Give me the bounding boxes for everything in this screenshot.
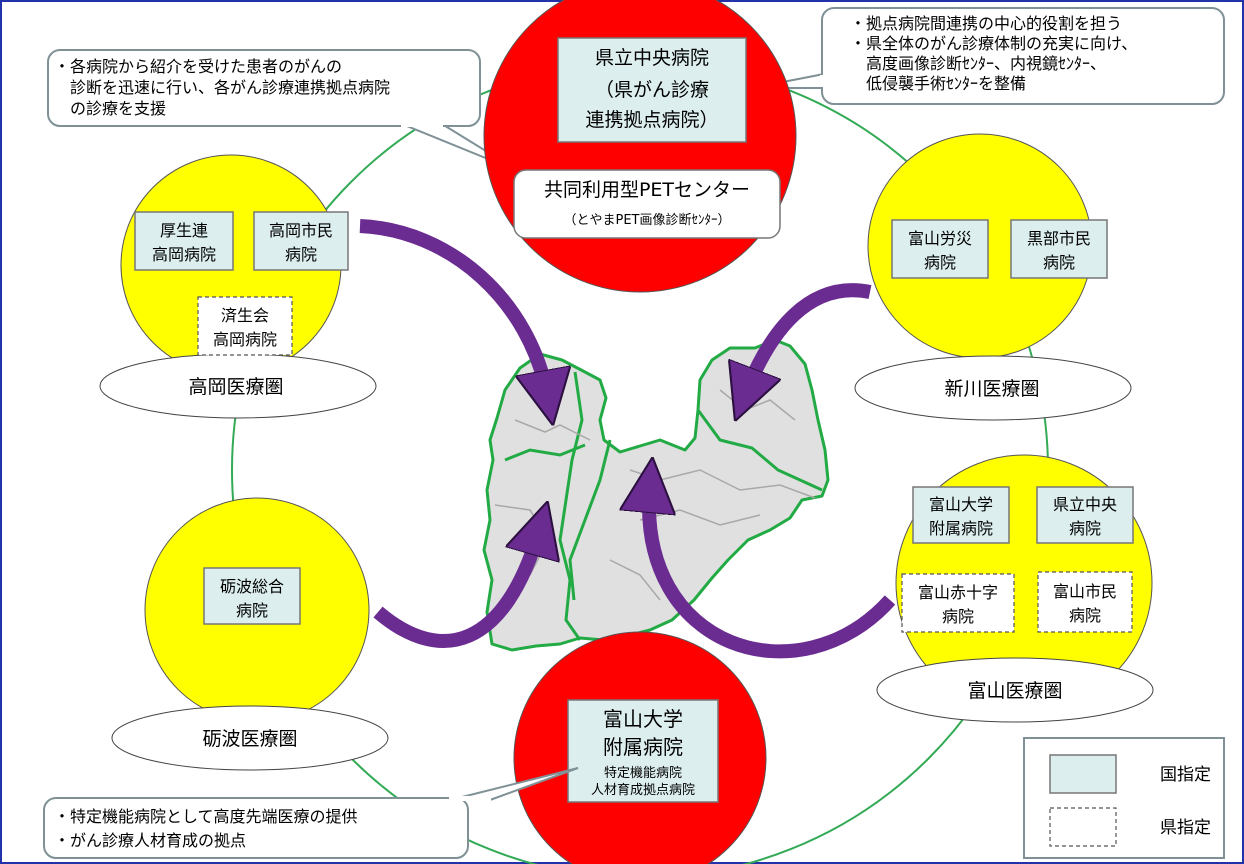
callout-tl-line-3: の診療を支援 <box>54 99 166 118</box>
hospital-name-line: 黒部市民 <box>1027 229 1091 248</box>
arrow-toyama-to-map <box>649 485 896 659</box>
hospital-name-line: 病院 <box>942 607 974 626</box>
hospital-box-toyama-shimin: 富山市民 病院 <box>1037 571 1133 633</box>
callout-tr-line-4: 低侵襲手術ｾﾝﾀｰを整備 <box>850 74 1026 93</box>
arrow-niikawa-to-map <box>745 283 872 395</box>
hospital-box-toyama-sekijuji: 富山赤十字 病院 <box>901 573 1015 633</box>
central-hospital-name-2: （県がん診療 <box>595 79 709 101</box>
pet-center-sub: （とやまPET画像診断ｾﾝﾀｰ） <box>564 212 731 228</box>
hospital-name-line: 富山市民 <box>1053 582 1117 601</box>
callout-tr-line-3: 高度画像診断ｾﾝﾀｰ、内視鏡ｾﾝﾀｰ、 <box>850 54 1106 73</box>
hospital-name-line: 済生会 <box>221 306 269 325</box>
callout-univ-hospital: ・特定機能病院として高度先端医療の提供 ・がん診療人材育成の拠点 <box>43 767 579 859</box>
callout-tl-line-1: ・各病院から紹介を受けた患者のがんの <box>54 57 342 76</box>
callout-pet-center: ・各病院から紹介を受けた患者のがんの 診断を迅速に行い、各がん診療連携拠点病院 … <box>47 49 521 173</box>
referral-arrows <box>359 219 896 659</box>
callout-tr-line-1: ・拠点病院間連携の中心的役割を担う <box>850 14 1122 33</box>
niikawa-area-label: 新川医療圏 <box>944 378 1039 400</box>
univ-hospital-name-2: 附属病院 <box>603 735 683 759</box>
hospital-name-line: 病院 <box>236 601 268 620</box>
hospital-name-line: 病院 <box>285 245 317 264</box>
toyama-area-label: 富山医療圏 <box>967 680 1062 702</box>
hospital-box-saiseikai-takaoka: 済生会 高岡病院 <box>197 296 293 356</box>
legend: 国指定 県指定 <box>1023 737 1225 859</box>
pet-center-name: 共同利用型PETセンター <box>544 179 750 201</box>
callout-bl-line-2: ・がん診療人材育成の拠点 <box>54 831 246 850</box>
hospital-name-line: 富山労災 <box>908 229 972 248</box>
callout-bl-line-1: ・特定機能病院として高度先端医療の提供 <box>54 807 358 826</box>
hospital-name-line: 高岡市民 <box>269 221 333 240</box>
hospital-name-line: 高岡病院 <box>213 330 277 349</box>
central-hospital-name-3: 連携拠点病院） <box>585 109 718 131</box>
takaoka-area-label: 高岡医療圏 <box>188 376 283 398</box>
hospital-box-kenritsu-chuo: 県立中央 病院 <box>1036 486 1134 544</box>
hospital-box-takaoka-shimin: 高岡市民 病院 <box>253 211 349 271</box>
hospital-box-tonami-sougou: 砺波総合 病院 <box>203 567 301 625</box>
legend-label-national: 国指定 <box>1160 765 1211 785</box>
hospital-name-line: 病院 <box>1069 519 1101 538</box>
univ-hospital-sub-2: 人材育成拠点病院 <box>591 782 695 798</box>
hospital-name-line: 病院 <box>1043 253 1075 272</box>
legend-label-prefectural: 県指定 <box>1160 818 1211 838</box>
hospital-name-line: 病院 <box>1069 606 1101 625</box>
univ-hospital-name-1: 富山大学 <box>603 707 683 731</box>
hospital-box-kouseiren-takaoka: 厚生連 高岡病院 <box>134 211 234 271</box>
callout-central-hospital: ・拠点病院間連携の中心的役割を担う ・県全体のがん診療体制の充実に向け、 高度画… <box>751 7 1225 105</box>
legend-swatch-prefectural <box>1049 807 1117 847</box>
central-hospital-name-1: 県立中央病院 <box>595 47 709 69</box>
toyama-area: 富山医療圏 富山大学 附属病院 県立中央 病院 富山赤十字 病院 富山市民 病院 <box>876 454 1154 723</box>
tonami-area-label: 砺波医療圏 <box>202 728 297 750</box>
univ-hospital-circle: 富山大学 附属病院 特定機能病院 人材育成拠点病院 <box>513 631 767 864</box>
hospital-name-line: 県立中央 <box>1053 495 1117 514</box>
niikawa-area: 新川医療圏 富山労災 病院 黒部市民 病院 <box>854 133 1132 421</box>
hospital-name-line: 高岡病院 <box>152 245 216 264</box>
hospital-name-line: 附属病院 <box>929 519 993 538</box>
callout-tl-line-2: 診断を迅速に行い、各がん診療連携拠点病院 <box>54 78 390 97</box>
hospital-name-line: 砺波総合 <box>220 577 284 596</box>
univ-hospital-sub-1: 特定機能病院 <box>604 766 682 781</box>
arrow-tonami-to-map <box>373 528 540 648</box>
legend-swatch-national <box>1049 754 1117 794</box>
takaoka-area: 高岡医療圏 厚生連 高岡病院 高岡市民 病院 済生会 高岡病院 <box>99 154 377 419</box>
hospital-box-toyama-rousai: 富山労災 病院 <box>891 219 989 279</box>
hospital-name-line: 病院 <box>924 253 956 272</box>
callout-tr-line-2: ・県全体のがん診療体制の充実に向け、 <box>850 34 1137 53</box>
hospital-name-line: 富山赤十字 <box>918 583 998 602</box>
tonami-area: 砺波医療圏 砺波総合 病院 <box>111 497 389 771</box>
arrow-takaoka-to-map <box>359 219 548 398</box>
hospital-name-line: 富山大学 <box>929 495 993 514</box>
hospital-name-line: 厚生連 <box>160 221 208 240</box>
central-hospital-circle: 県立中央病院 （県がん診療 連携拠点病院） 共同利用型PETセンター （とやまP… <box>483 0 797 293</box>
hospital-box-kurobe-shimin: 黒部市民 病院 <box>1010 219 1108 279</box>
hospital-box-toyama-univ: 富山大学 附属病院 <box>912 486 1010 544</box>
